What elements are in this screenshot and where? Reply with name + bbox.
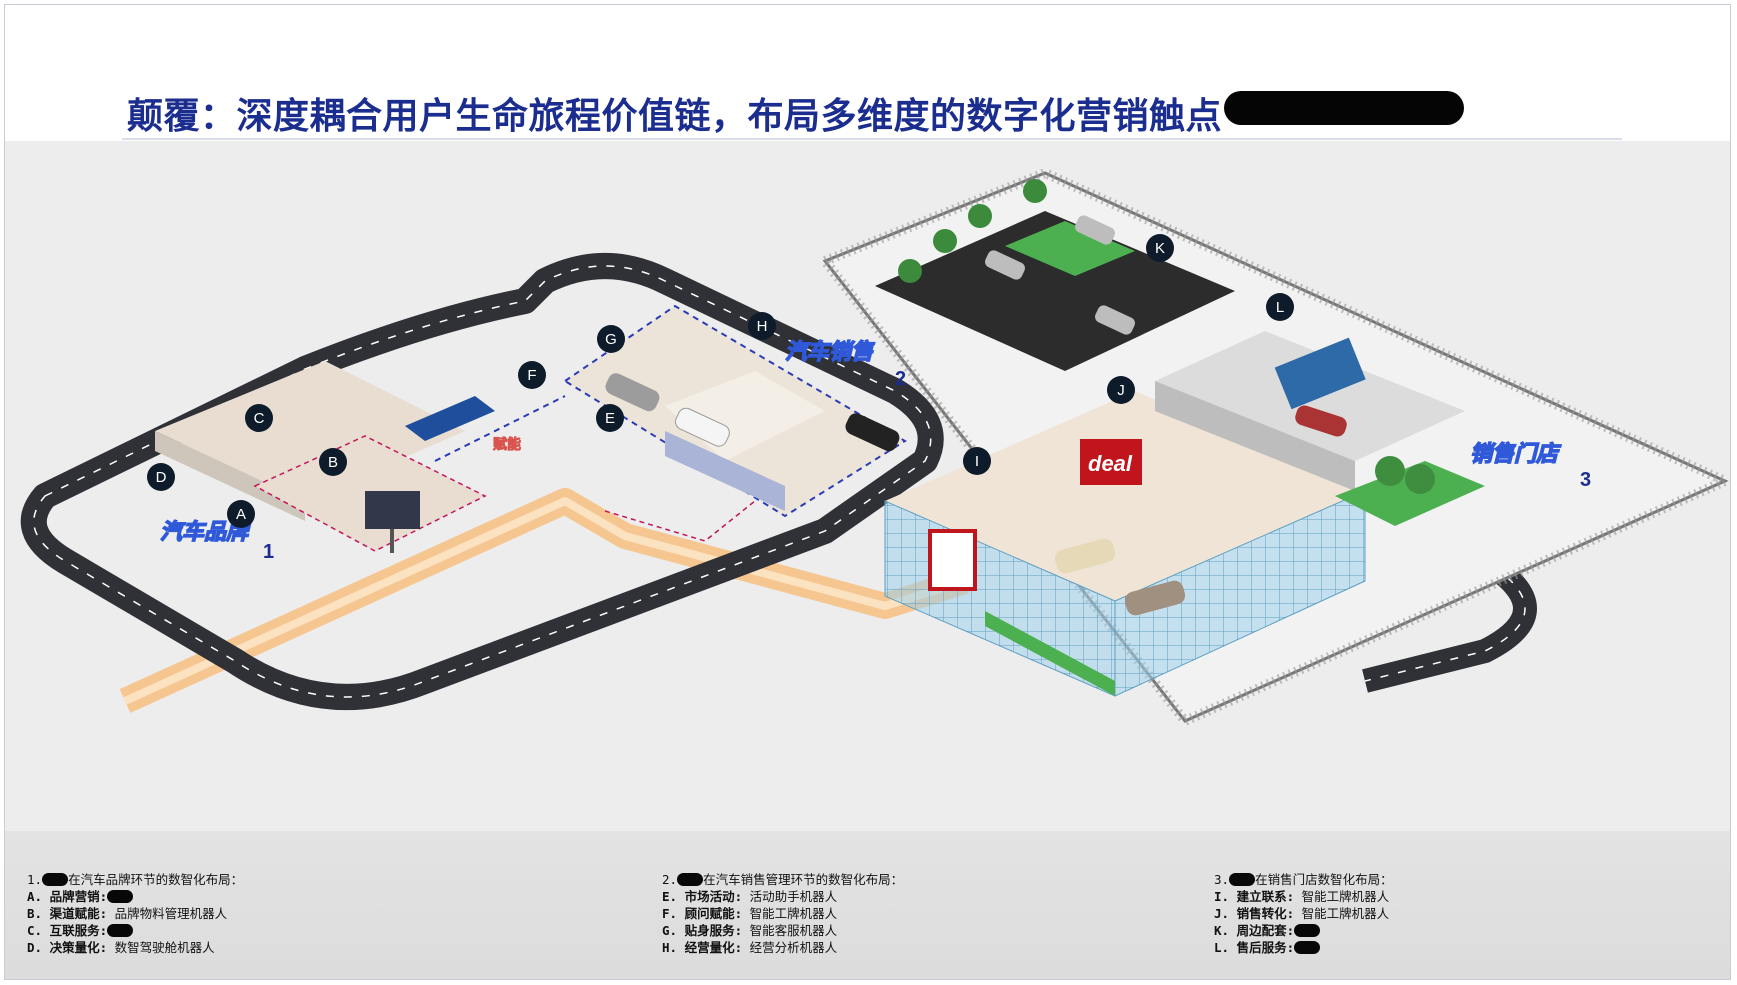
marker-d[interactable]: D bbox=[147, 463, 175, 491]
deal-sign: deal bbox=[1088, 451, 1133, 476]
svg-text:D: D bbox=[156, 469, 167, 486]
svg-text:K: K bbox=[1155, 240, 1165, 257]
marker-l[interactable]: L bbox=[1266, 293, 1294, 321]
legend-heading-sales: 2.在汽车销售管理环节的数智化布局： bbox=[662, 872, 904, 887]
svg-text:H: H bbox=[757, 318, 768, 335]
svg-text:E: E bbox=[605, 410, 615, 427]
service-building bbox=[1155, 331, 1485, 526]
legend-item-i: I. 建立联系: 智能工牌机器人 bbox=[1214, 889, 1390, 904]
empower-sign: 赋能 bbox=[493, 436, 521, 452]
slide-header: 颠覆：深度耦合用户生命旅程价值链，布局多维度的数字化营销触点 bbox=[5, 5, 1730, 141]
marker-a[interactable]: A bbox=[227, 500, 255, 528]
slide-border bbox=[4, 4, 1731, 980]
legend-item-g: G. 贴身服务: 智能客服机器人 bbox=[662, 923, 838, 938]
redacted-name bbox=[677, 873, 704, 886]
legend-item-a: A. 品牌营销: bbox=[27, 888, 243, 905]
zone-number-sales: 2 bbox=[895, 368, 906, 390]
svg-text:B: B bbox=[328, 454, 338, 471]
legend-item-c: C. 互联服务: bbox=[27, 922, 243, 939]
legend-heading-store: 3.在销售门店数智化布局： bbox=[1214, 872, 1393, 887]
legend-footer: 1.在汽车品牌环节的数智化布局： A. 品牌营销: B. 渠道赋能: 品牌物料管… bbox=[5, 831, 1730, 979]
svg-text:A: A bbox=[236, 506, 246, 523]
legend-item-k: K. 周边配套: bbox=[1214, 922, 1393, 939]
redacted-name bbox=[42, 873, 69, 886]
legend-item-e: E. 市场活动: 活动助手机器人 bbox=[662, 889, 838, 904]
svg-text:G: G bbox=[605, 331, 617, 348]
marker-f[interactable]: F bbox=[518, 361, 546, 389]
marker-k[interactable]: K bbox=[1146, 234, 1174, 262]
marker-group: A B C D E F G H I J K L bbox=[147, 234, 1294, 528]
redacted-value bbox=[107, 890, 134, 903]
legend-item-l: L. 售后服务: bbox=[1214, 939, 1393, 956]
svg-text:J: J bbox=[1117, 382, 1125, 399]
ring-road bbox=[20, 253, 944, 710]
zone-label-sales: 汽车销售 bbox=[785, 339, 875, 364]
marker-g[interactable]: G bbox=[597, 325, 625, 353]
redacted-value bbox=[1294, 924, 1321, 937]
legend-col-sales: 2.在汽车销售管理环节的数智化布局： E. 市场活动: 活动助手机器人 F. 顾… bbox=[662, 871, 903, 956]
zone-label-store: 销售门店 bbox=[1470, 441, 1562, 466]
svg-text:C: C bbox=[254, 410, 265, 427]
legend-item-f: F. 顾问赋能: 智能工牌机器人 bbox=[662, 906, 838, 921]
slide-title: 颠覆：深度耦合用户生命旅程价值链，布局多维度的数字化营销触点 bbox=[127, 96, 1223, 137]
redacted-logo bbox=[1224, 91, 1464, 125]
marker-h[interactable]: H bbox=[748, 312, 776, 340]
svg-text:I: I bbox=[975, 453, 979, 470]
marker-b[interactable]: B bbox=[319, 448, 347, 476]
brand-building bbox=[155, 361, 495, 553]
legend-item-d: D. 决策量化: 数智驾驶舱机器人 bbox=[27, 940, 215, 955]
legend-item-h: H. 经营量化: 经营分析机器人 bbox=[662, 940, 838, 955]
zone-number-store: 3 bbox=[1580, 469, 1591, 491]
zone-labels: 汽车品牌 1 汽车销售 2 销售门店 3 deal 赋能 bbox=[159, 338, 1591, 563]
redacted-value bbox=[107, 924, 134, 937]
isometric-scene: 汽车品牌 1 汽车销售 2 销售门店 3 deal 赋能 A B C D E F… bbox=[5, 141, 1730, 831]
marker-c[interactable]: C bbox=[245, 404, 273, 432]
legend-col-store: 3.在销售门店数智化布局： I. 建立联系: 智能工牌机器人 J. 销售转化: … bbox=[1214, 871, 1393, 956]
zone-number-brand: 1 bbox=[263, 541, 274, 563]
scene-illustration: 汽车品牌 1 汽车销售 2 销售门店 3 deal 赋能 A B C D E F… bbox=[20, 167, 1730, 728]
marker-i[interactable]: I bbox=[963, 447, 991, 475]
legend-item-j: J. 销售转化: 智能工牌机器人 bbox=[1214, 906, 1390, 921]
marker-j[interactable]: J bbox=[1107, 376, 1135, 404]
redacted-value bbox=[1294, 941, 1321, 954]
zone-connectors bbox=[434, 395, 756, 542]
title-divider bbox=[122, 138, 1622, 140]
svg-text:L: L bbox=[1276, 299, 1284, 316]
legend-heading-brand: 1.在汽车品牌环节的数智化布局： bbox=[27, 872, 244, 887]
marker-e[interactable]: E bbox=[596, 404, 624, 432]
legend-item-b: B. 渠道赋能: 品牌物料管理机器人 bbox=[27, 906, 228, 921]
legend-col-brand: 1.在汽车品牌环节的数智化布局： A. 品牌营销: B. 渠道赋能: 品牌物料管… bbox=[27, 871, 243, 956]
sales-building bbox=[563, 304, 907, 518]
svg-text:F: F bbox=[527, 367, 536, 384]
parking-lot bbox=[875, 179, 1235, 371]
redacted-name bbox=[1229, 873, 1256, 886]
